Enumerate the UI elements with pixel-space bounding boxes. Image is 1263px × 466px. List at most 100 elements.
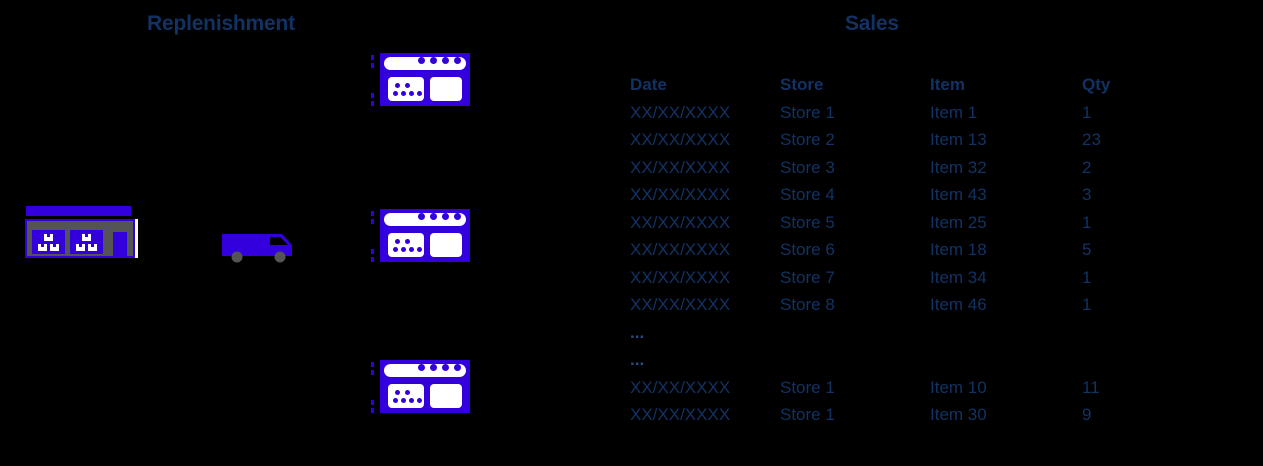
cell-date: XX/XX/XXXX bbox=[630, 295, 731, 314]
cell-date: XX/XX/XXXX bbox=[630, 377, 731, 397]
connector-dash bbox=[371, 400, 374, 405]
crate-icon bbox=[82, 234, 91, 241]
cell-store: Store 6 bbox=[780, 240, 835, 259]
cell-item: Item 30 bbox=[930, 405, 987, 424]
store-window-right bbox=[430, 384, 462, 408]
awning-light-icon bbox=[442, 56, 449, 64]
warehouse-edge-highlight bbox=[135, 219, 138, 258]
store-window-left bbox=[388, 77, 424, 101]
connector-dash bbox=[371, 63, 374, 68]
sales-table: Date Store Item Qty XX/XX/XXXX Store 1 I… bbox=[630, 72, 1130, 430]
connector-dash bbox=[371, 55, 374, 60]
cell-store: Store 5 bbox=[780, 212, 835, 232]
cell-item: Item 10 bbox=[930, 377, 987, 397]
connector-dash bbox=[371, 362, 374, 367]
cell-qty: 1 bbox=[1082, 212, 1092, 232]
cell-store: Store 7 bbox=[780, 267, 835, 287]
cell-item: Item 1 bbox=[930, 102, 978, 122]
awning-light-icon bbox=[418, 363, 425, 371]
cell-qty: 1 bbox=[1082, 102, 1092, 122]
crate-icon bbox=[44, 234, 53, 241]
cell-date: XX/XX/XXXX bbox=[630, 157, 731, 177]
storefront-icon bbox=[366, 360, 470, 413]
cell-item: Item 46 bbox=[930, 295, 987, 314]
cell-qty: 11 bbox=[1082, 377, 1100, 397]
awning-light-icon bbox=[442, 363, 449, 371]
awning-light-icon bbox=[454, 212, 461, 220]
cell-qty: 1 bbox=[1082, 295, 1092, 314]
cell-date: XX/XX/XXXX bbox=[630, 130, 731, 149]
table-row-ellipsis: ... bbox=[630, 320, 1130, 348]
cell-store: Store 3 bbox=[780, 157, 835, 177]
storefront-icon bbox=[366, 53, 470, 106]
awning-light-icon bbox=[430, 212, 437, 220]
awning-light-icon bbox=[442, 212, 449, 220]
cell-item: Item 34 bbox=[930, 267, 987, 287]
cell-qty: 1 bbox=[1082, 267, 1092, 287]
column-header-store: Store bbox=[780, 75, 824, 94]
warehouse-icon bbox=[25, 206, 138, 260]
connector-dash bbox=[371, 408, 374, 413]
cell-store: Store 8 bbox=[780, 295, 835, 314]
table-row: XX/XX/XXXX Store 7 Item 34 1 bbox=[630, 265, 1130, 293]
table-row-ellipsis: ... bbox=[630, 347, 1130, 375]
table-row: XX/XX/XXXX Store 4 Item 43 3 bbox=[630, 182, 1130, 210]
store-window-left bbox=[388, 384, 424, 408]
warehouse-bay bbox=[32, 230, 65, 254]
store-window-left bbox=[388, 233, 424, 257]
table-header-row: Date Store Item Qty bbox=[630, 72, 1130, 100]
cell-date: XX/XX/XXXX bbox=[630, 102, 731, 122]
store-window-right bbox=[430, 233, 462, 257]
cell-date: XX/XX/XXXX bbox=[630, 212, 731, 232]
awning-light-icon bbox=[454, 56, 461, 64]
cell-item: Item 18 bbox=[930, 240, 987, 259]
connector-dash bbox=[371, 370, 374, 375]
column-header-qty: Qty bbox=[1082, 75, 1111, 94]
table-row: XX/XX/XXXX Store 1 Item 10 11 bbox=[630, 375, 1130, 403]
connector-dash bbox=[371, 211, 374, 216]
connector-dash bbox=[371, 219, 374, 224]
cell-date: XX/XX/XXXX bbox=[630, 405, 731, 424]
warehouse-roof bbox=[26, 206, 131, 216]
cell-date: XX/XX/XXXX bbox=[630, 267, 731, 287]
cell-ellipsis: ... bbox=[630, 322, 645, 342]
table-row: XX/XX/XXXX Store 1 Item 30 9 bbox=[630, 402, 1130, 430]
warehouse-bay bbox=[70, 230, 103, 254]
connector-dash bbox=[371, 93, 374, 98]
table-row: XX/XX/XXXX Store 1 Item 1 1 bbox=[630, 100, 1130, 128]
cell-qty: 2 bbox=[1082, 157, 1092, 177]
table-row: XX/XX/XXXX Store 6 Item 18 5 bbox=[630, 237, 1130, 265]
crate-icon bbox=[88, 244, 97, 251]
storefront-icon bbox=[366, 209, 470, 262]
cell-store: Store 1 bbox=[780, 377, 835, 397]
column-header-item: Item bbox=[930, 75, 965, 94]
replenishment-section-title: Replenishment bbox=[147, 12, 295, 35]
awning-light-icon bbox=[418, 56, 425, 64]
cell-ellipsis: ... bbox=[630, 350, 645, 369]
cell-store: Store 2 bbox=[780, 130, 835, 149]
crate-icon bbox=[38, 244, 47, 251]
store-window-right bbox=[430, 77, 462, 101]
crate-icon bbox=[76, 244, 85, 251]
cell-date: XX/XX/XXXX bbox=[630, 240, 731, 259]
table-row: XX/XX/XXXX Store 5 Item 25 1 bbox=[630, 210, 1130, 238]
awning-light-icon bbox=[430, 56, 437, 64]
cell-item: Item 13 bbox=[930, 130, 987, 149]
cell-store: Store 1 bbox=[780, 102, 835, 122]
connector-dash bbox=[371, 101, 374, 106]
crate-icon bbox=[50, 244, 59, 251]
awning-light-icon bbox=[454, 363, 461, 371]
cell-qty: 9 bbox=[1082, 405, 1092, 424]
cell-item: Item 32 bbox=[930, 157, 987, 177]
cell-qty: 5 bbox=[1082, 240, 1092, 259]
cell-qty: 3 bbox=[1082, 185, 1092, 204]
connector-dash bbox=[371, 249, 374, 254]
table-row: XX/XX/XXXX Store 3 Item 32 2 bbox=[630, 155, 1130, 183]
warehouse-door bbox=[113, 232, 127, 258]
connector-dash bbox=[371, 257, 374, 262]
sales-section-title: Sales bbox=[845, 12, 899, 35]
delivery-truck-icon bbox=[220, 228, 296, 264]
awning-light-icon bbox=[430, 363, 437, 371]
cell-item: Item 25 bbox=[930, 212, 987, 232]
